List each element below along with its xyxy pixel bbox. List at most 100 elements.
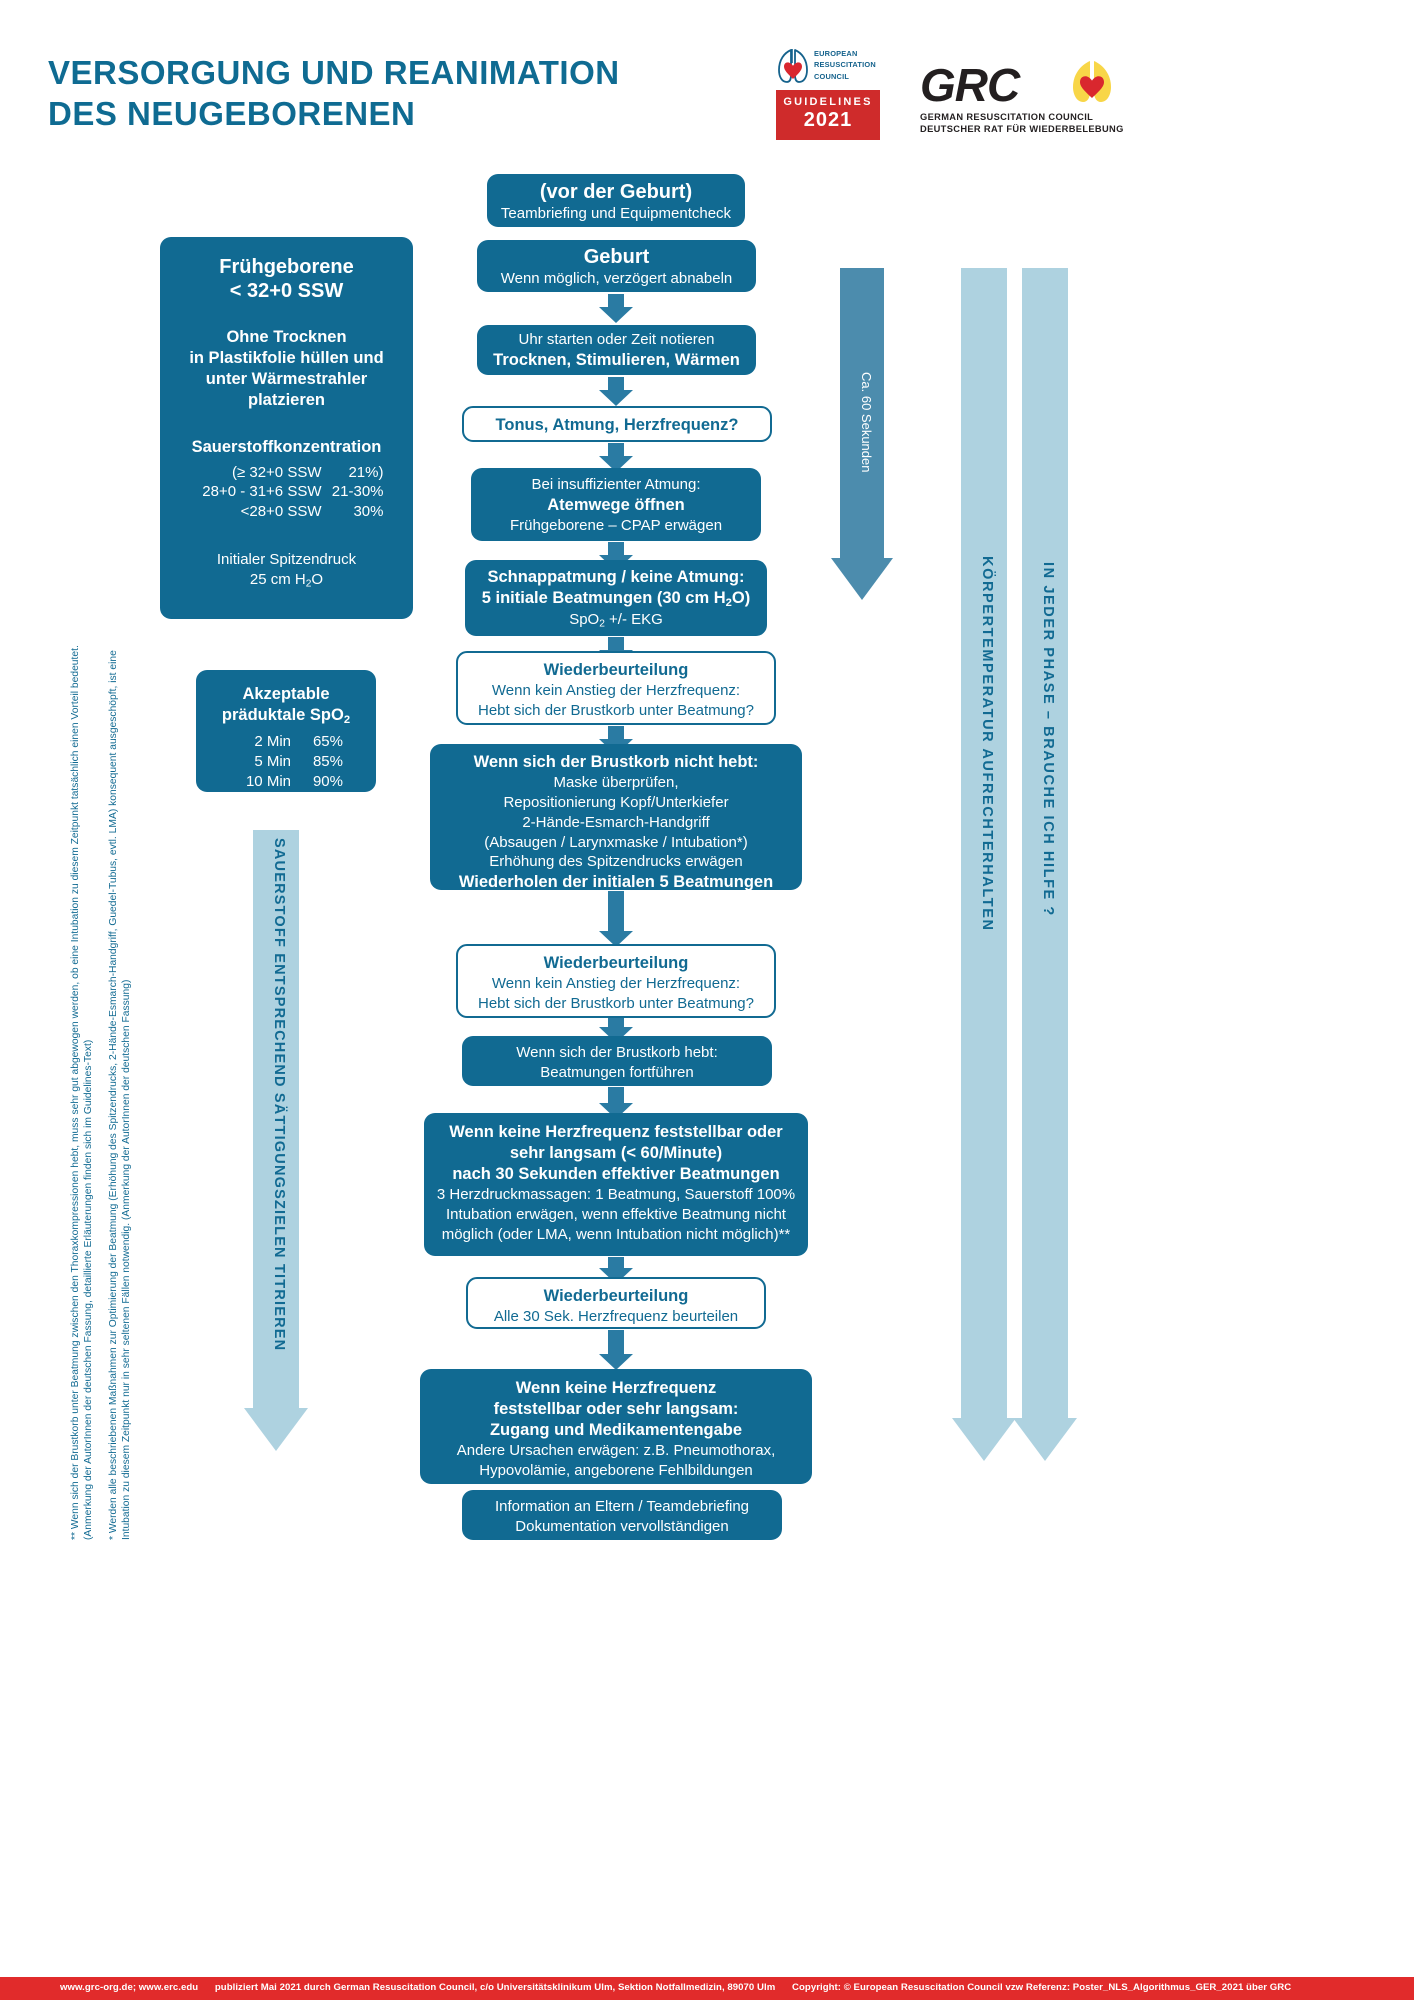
footer-sites[interactable]: www.grc-org.de; www.erc.edu: [60, 1982, 199, 1993]
preterm-instruction-1: Ohne Trocknen: [226, 328, 347, 346]
oxygen-row-0-label: (≥ 32+0 SSW: [231, 463, 322, 481]
peak-pressure-value: 25 cm H2O: [249, 570, 324, 590]
drugs-line-1: Wenn keine Herzfrequenz: [515, 1379, 717, 1397]
compressions-line-3: nach 30 Sekunden effektiver Beatmungen: [452, 1165, 780, 1184]
temperature-label: KÖRPERTEMPERATUR AUFRECHTERHALTEN: [979, 556, 995, 932]
spo2-title-2: präduktale SpO2: [221, 706, 351, 726]
birth-line: Wenn möglich, verzögert abnabeln: [500, 270, 733, 287]
assess-tone-label: Tonus, Atmung, Herzfrequenz?: [495, 416, 739, 434]
reassessment-1-line-1: Wenn kein Anstieg der Herzfrequenz:: [491, 682, 741, 700]
preterm-instruction-4: platzieren: [247, 391, 326, 410]
sixty-seconds-arrow: [831, 268, 893, 600]
temperature-arrow: [952, 268, 1016, 1461]
flow-node-reassessment-2: Wiederbeurteilung Wenn kein Anstieg der …: [456, 944, 776, 1018]
erc-word-3: COUNCIL: [814, 71, 850, 81]
footer-bar: www.grc-org.de; www.erc.edu publiziert M…: [0, 1977, 1414, 2000]
table-row: <28+0 SSW 30%: [170, 502, 403, 522]
grc-subtitle-2: DEUTSCHER RAT FÜR WIEDERBELEBUNG: [920, 124, 1124, 134]
five-breaths-line: 5 initiale Beatmungen (30 cm H2O): [481, 589, 751, 609]
reassessment-1-title: Wiederbeurteilung: [543, 661, 689, 679]
footer-text: www.grc-org.de; www.erc.edu publiziert M…: [60, 1982, 1305, 1993]
chest-not-rising-line-1: Maske überprüfen,: [553, 774, 679, 792]
grc-subtitle-1: GERMAN RESUSCITATION COUNCIL: [920, 112, 1094, 122]
spo2-target-box: Akzeptable präduktale SpO2 2 Min 65% 5 M…: [196, 670, 376, 792]
footer-publisher: publiziert Mai 2021 durch German Resusci…: [214, 1982, 776, 1993]
guidelines-label: GUIDELINES: [783, 96, 873, 108]
dry-stimulate-warm: Trocknen, Stimulieren, Wärmen: [493, 350, 740, 369]
sixty-seconds-label: Ca. 60 Sekunden: [859, 372, 874, 473]
flow-arrow-down-icon: [599, 294, 633, 323]
spo2-table: 2 Min 65% 5 Min 85% 10 Min 90%: [206, 732, 366, 791]
compressions-line-1: Wenn keine Herzfrequenz feststellbar ode…: [449, 1123, 783, 1141]
spo2-row-0-value: 65%: [312, 733, 343, 751]
spo2-title-1: Akzeptable: [242, 685, 330, 703]
chest-not-rising-line-3: 2-Hände-Esmarch-Handgriff: [522, 813, 710, 831]
intubation-line-2: möglich (oder LMA, wenn Intubation nicht…: [441, 1225, 791, 1243]
footnote-two: ** Wenn sich der Brustkorb unter Beatmun…: [70, 645, 94, 1540]
erc-lung-heart-icon: [778, 49, 808, 83]
spo2-ekg-line: SpO2 +/- EKG: [569, 611, 663, 630]
chest-rising-line-2: Beatmungen fortführen: [540, 1063, 694, 1081]
oxygen-row-0-value: 21%): [348, 463, 384, 481]
footer-copyright: Copyright: © European Resuscitation Coun…: [792, 1982, 1292, 1993]
table-row: (≥ 32+0 SSW 21%): [170, 463, 403, 483]
drugs-line-3: Zugang und Medikamentengabe: [489, 1421, 743, 1440]
compressions-ratio: 3 Herzdruckmassagen: 1 Beatmung, Sauerst…: [436, 1186, 796, 1204]
spo2-row-1-value: 85%: [312, 753, 343, 771]
erc-wordmark: EUROPEAN RESUSCITATION COUNCIL: [814, 48, 880, 82]
flow-node-debriefing: Information an Eltern / Teamdebriefing D…: [462, 1490, 782, 1540]
other-causes-line-2: Hypovolämie, angeborene Fehlbildungen: [479, 1462, 753, 1480]
flow-node-drugs-access: Wenn keine Herzfrequenz feststellbar ode…: [420, 1369, 812, 1484]
title-line-1: VERSORGUNG UND REANIMATION: [48, 54, 620, 91]
flow-node-open-airway: Bei insuffizienter Atmung: Atemwege öffn…: [471, 468, 761, 541]
open-airway-bold: Atemwege öffnen: [547, 495, 685, 514]
flow-node-reassessment-3: Wiederbeurteilung Alle 30 Sek. Herzfrequ…: [466, 1277, 766, 1329]
reassessment-3-title: Wiederbeurteilung: [543, 1287, 689, 1305]
footnote-one: * Werden alle beschriebenen Maßnahmen zu…: [108, 650, 132, 1540]
help-label: IN JEDER PHASE – BRAUCHE ICH HILFE ?: [1040, 562, 1056, 917]
guidelines-year: 2021: [803, 109, 853, 131]
reassessment-2-line-2: Hebt sich der Brustkorb unter Beatmung?: [478, 994, 754, 1012]
flow-node-birth: Geburt Wenn möglich, verzögert abnabeln: [477, 240, 756, 292]
flow-node-compressions: Wenn keine Herzfrequenz feststellbar ode…: [424, 1113, 808, 1256]
debriefing-line-1: Information an Eltern / Teamdebriefing: [494, 1498, 750, 1515]
erc-word-1: EUROPEAN: [814, 49, 858, 58]
debriefing-line-2: Dokumentation vervollständigen: [515, 1517, 729, 1535]
reassessment-3-line: Alle 30 Sek. Herzfrequenz beurteilen: [493, 1308, 739, 1326]
erc-logo: EUROPEAN RESUSCITATION COUNCIL GUIDELINE…: [776, 44, 880, 142]
table-row: 5 Min 85%: [206, 752, 366, 772]
flow-node-chest-rising: Wenn sich der Brustkorb hebt: Beatmungen…: [462, 1036, 772, 1086]
repeat-five-breaths: Wiederholen der initialen 5 Beatmungen: [458, 873, 774, 892]
help-arrow: [1013, 268, 1077, 1461]
erc-guidelines-badge: GUIDELINES 2021: [776, 90, 880, 140]
flow-node-clock-dry: Uhr starten oder Zeit notieren Trocknen,…: [477, 325, 756, 375]
preterm-title-1: Frühgeborene: [219, 256, 354, 278]
table-row: 10 Min 90%: [206, 772, 366, 792]
grc-lung-heart-icon: [1073, 61, 1111, 102]
gasping-line: Schnappatmung / keine Atmung:: [487, 568, 745, 586]
title-line-2: DES NEUGEBORENEN: [48, 95, 416, 133]
flow-node-pre-birth: (vor der Geburt) Teambriefing und Equipm…: [487, 174, 745, 227]
oxygen-row-2-value: 30%: [353, 503, 384, 521]
chest-not-rising-line-5: Erhöhung des Spitzendrucks erwägen: [489, 853, 743, 871]
spo2-row-2-time: 10 Min: [245, 772, 291, 790]
flow-node-assess-tone: Tonus, Atmung, Herzfrequenz?: [462, 406, 772, 442]
erc-word-2: RESUSCITATION: [814, 60, 876, 70]
oxygen-titration-arrow: [244, 830, 308, 1451]
pre-birth-title: (vor der Geburt): [539, 181, 693, 203]
oxygen-row-1-label: 28+0 - 31+6 SSW: [202, 483, 322, 501]
grc-logo: GRC GERMAN RESUSCITATION COUNCIL DEUTSCH…: [920, 58, 1240, 144]
flow-arrow-down-icon: [599, 377, 633, 406]
oxygen-concentration-title: Sauerstoffkonzentration: [191, 438, 382, 457]
clock-line: Uhr starten oder Zeit notieren: [518, 331, 715, 348]
oxygen-row-2-label: <28+0 SSW: [240, 503, 322, 521]
other-causes-line-1: Andere Ursachen erwägen: z.B. Pneumothor…: [456, 1442, 776, 1460]
reassessment-1-line-2: Hebt sich der Brustkorb unter Beatmung?: [478, 701, 754, 719]
chest-not-rising-title: Wenn sich der Brustkorb nicht hebt:: [473, 753, 759, 771]
chest-not-rising-line-2: Repositionierung Kopf/Unterkiefer: [503, 793, 729, 811]
poster-header: VERSORGUNG UND REANIMATION DES NEUGEBORE…: [0, 0, 1414, 160]
page-title: VERSORGUNG UND REANIMATION DES NEUGEBORE…: [48, 52, 748, 135]
spo2-row-0-time: 2 Min: [254, 733, 291, 751]
table-row: 2 Min 65%: [206, 732, 366, 752]
spo2-row-2-value: 90%: [312, 772, 343, 790]
